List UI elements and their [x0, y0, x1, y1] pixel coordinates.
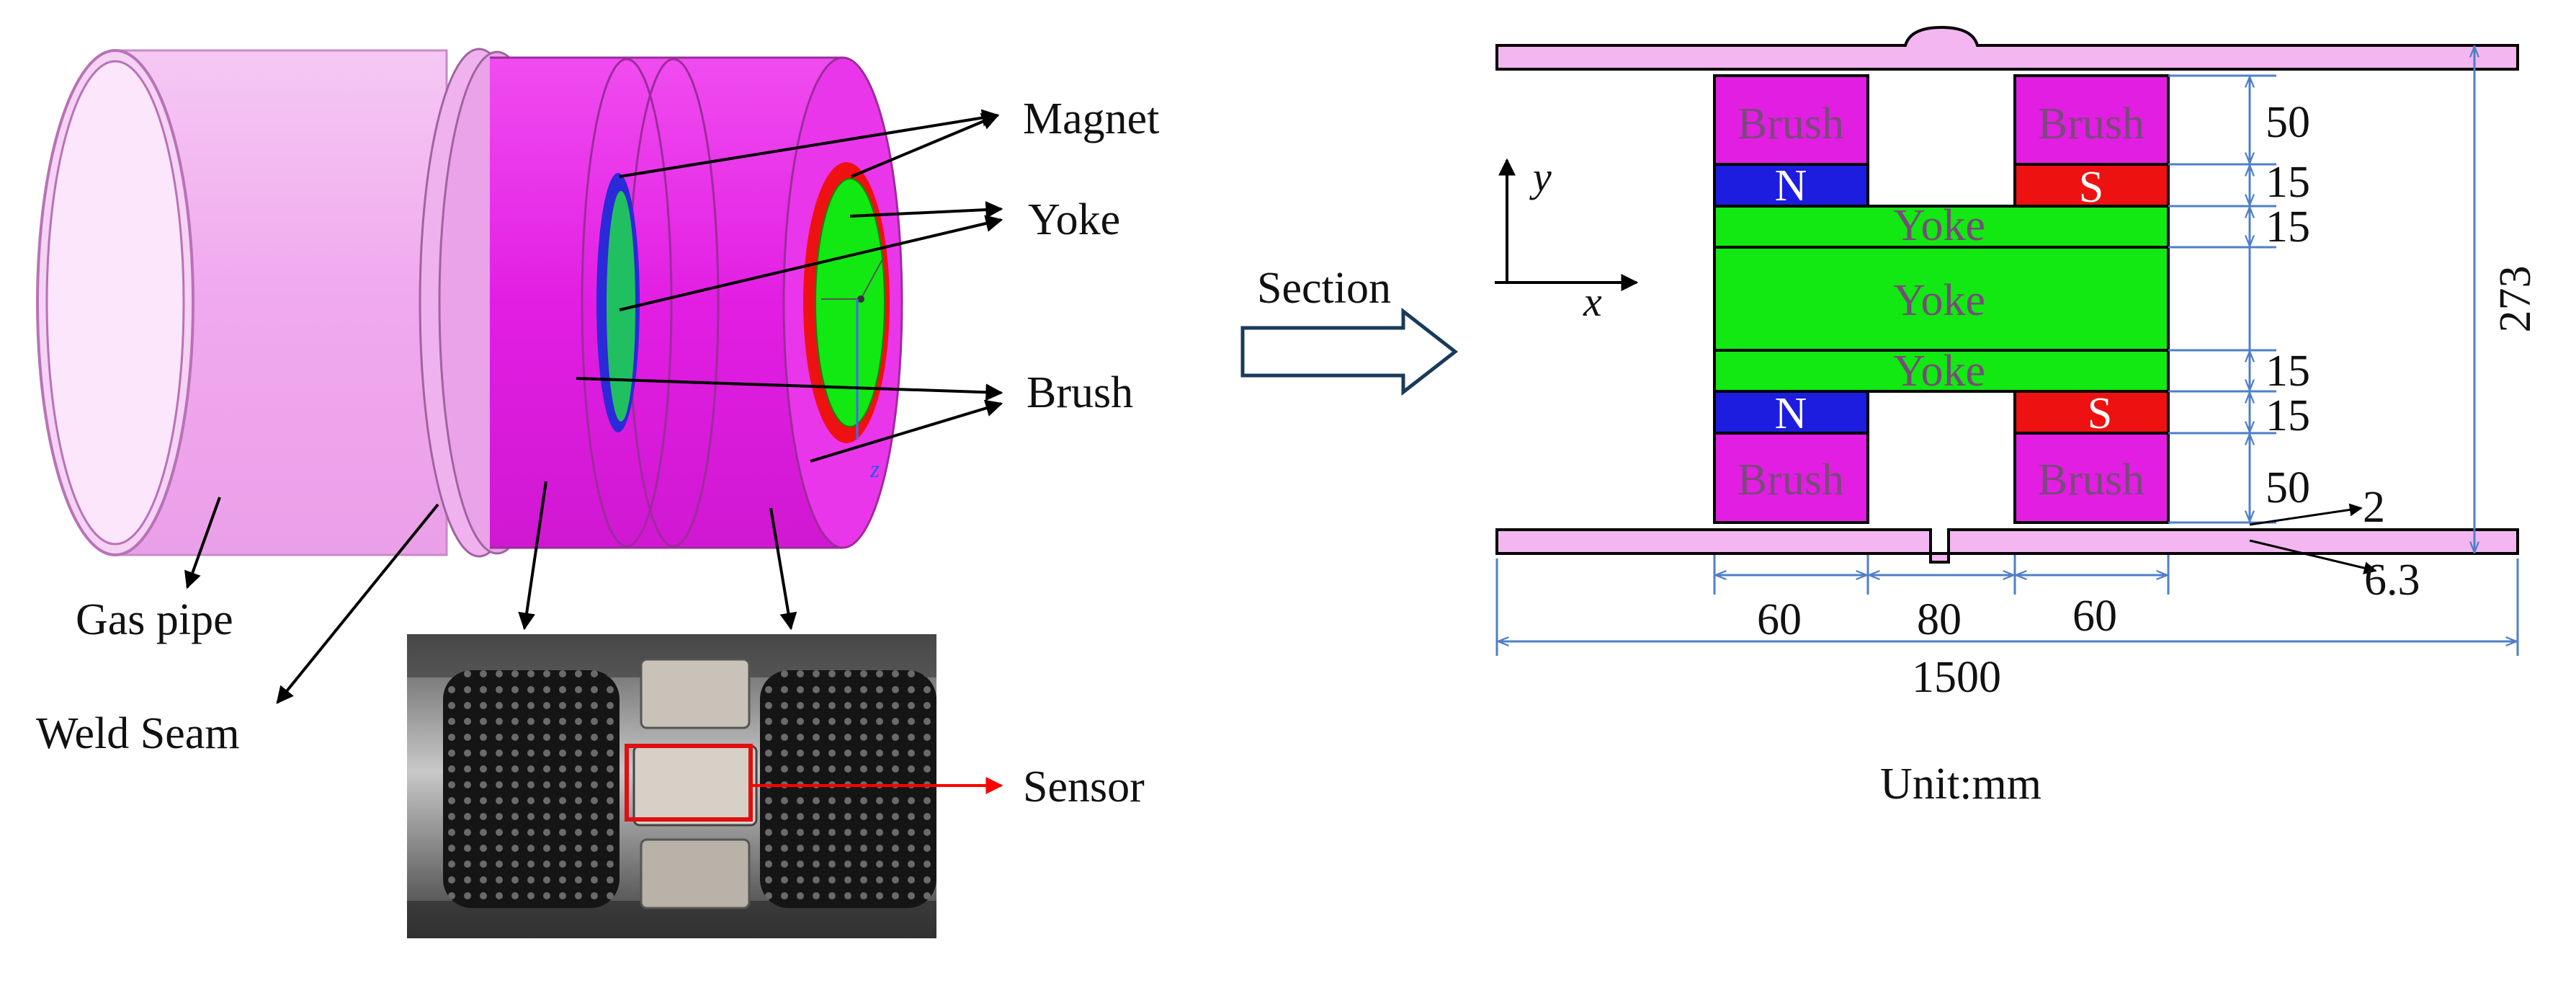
yoke-center — [1713, 246, 2170, 352]
pole-n-top: N — [1775, 161, 1807, 210]
vertical-dimensions — [2168, 45, 2474, 553]
dim-pipe-wall: 6.3 — [2364, 556, 2420, 605]
dim-magnet-top: 15 — [2266, 158, 2310, 207]
dim-magnet-bottom: 15 — [2266, 391, 2310, 440]
dim-yoke-bottom: 15 — [2266, 347, 2310, 396]
dim-yoke-top: 15 — [2266, 203, 2310, 252]
pole-s-top: S — [2079, 163, 2103, 212]
yoke-label: Yoke — [1028, 195, 1120, 244]
gas-pipe-shape — [36, 49, 448, 556]
model-3d: z Magnet Yoke Brush Gas pipe Weld Seam — [36, 48, 1159, 758]
magnet-label: Magnet — [1023, 94, 1159, 143]
pig-body-shape: z — [490, 56, 903, 549]
sensor-label: Sensor — [1023, 762, 1145, 811]
pole-n-bottom: N — [1775, 389, 1807, 438]
yoke-text-bottom: Yoke — [1893, 347, 1985, 396]
dim-gap: 2 — [2363, 483, 2385, 532]
left-annotation-arrows — [184, 109, 1003, 704]
brush-bottom-right — [2013, 432, 2170, 524]
yoke-text-top: Yoke — [1893, 201, 1985, 250]
section-label: Section — [1257, 264, 1391, 313]
pipe-wall-bottom — [1495, 528, 2519, 564]
magnet-top-right — [2013, 163, 2170, 208]
axis-x-label: x — [1583, 278, 1602, 325]
magnet-top-left — [1713, 163, 1869, 208]
brush-label: Brush — [1027, 368, 1133, 417]
magnet-bottom-right — [2013, 390, 2170, 435]
brush-text-top-right: Brush — [2038, 99, 2145, 148]
brush-text-bottom-right: Brush — [2038, 455, 2145, 504]
coordinate-axes — [1495, 158, 1639, 291]
dim-spacing: 80 — [1917, 595, 1962, 644]
axis-z-label: z — [869, 456, 880, 483]
pole-s-bottom: S — [2088, 389, 2112, 438]
yoke-bottom — [1713, 349, 2170, 393]
dim-brush-top: 50 — [2266, 98, 2310, 147]
horizontal-dimensions — [1495, 555, 2519, 656]
gas-pipe-label: Gas pipe — [76, 595, 233, 644]
brush-bottom-left — [1713, 432, 1869, 524]
yoke-text-center: Yoke — [1893, 276, 1985, 325]
pipe-wall-top — [1495, 25, 2519, 71]
dim-brush-width-left: 60 — [1757, 595, 1802, 644]
section-arrow — [1240, 307, 1459, 396]
gap-callout-arrow — [2249, 503, 2363, 526]
brush-text-bottom-left: Brush — [1738, 455, 1844, 504]
sensor-highlight-box — [625, 744, 753, 822]
dim-brush-width-right: 60 — [2072, 592, 2117, 641]
dim-brush-bottom: 50 — [2266, 463, 2310, 512]
wall-callout-arrow — [2249, 539, 2377, 574]
unit-label: Unit:mm — [1880, 760, 2041, 809]
axis-y-label: y — [1529, 154, 1552, 200]
section-view: Brush Brush Brush Brush N S N S Yoke Yok… — [1495, 25, 2540, 809]
weld-seam-label: Weld Seam — [36, 709, 240, 758]
dim-total-height: 273 — [2491, 266, 2540, 333]
brush-text-top-left: Brush — [1738, 99, 1844, 148]
dim-length: 1500 — [1912, 653, 2001, 702]
